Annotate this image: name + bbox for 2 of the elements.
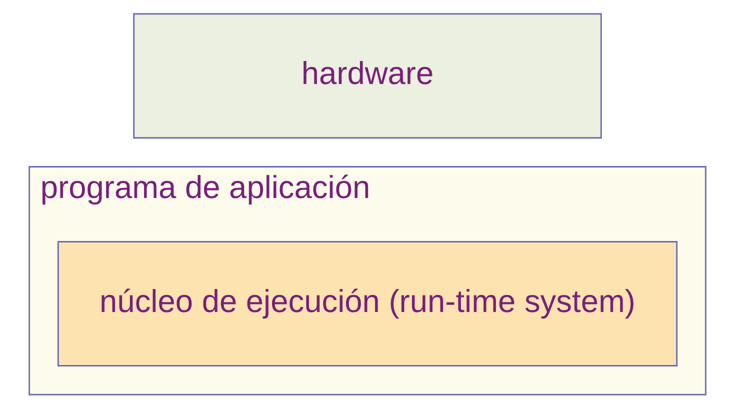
node-box: núcleo de ejecución (run-time system)	[56, 241, 678, 366]
node-box: hardware	[132, 13, 602, 139]
